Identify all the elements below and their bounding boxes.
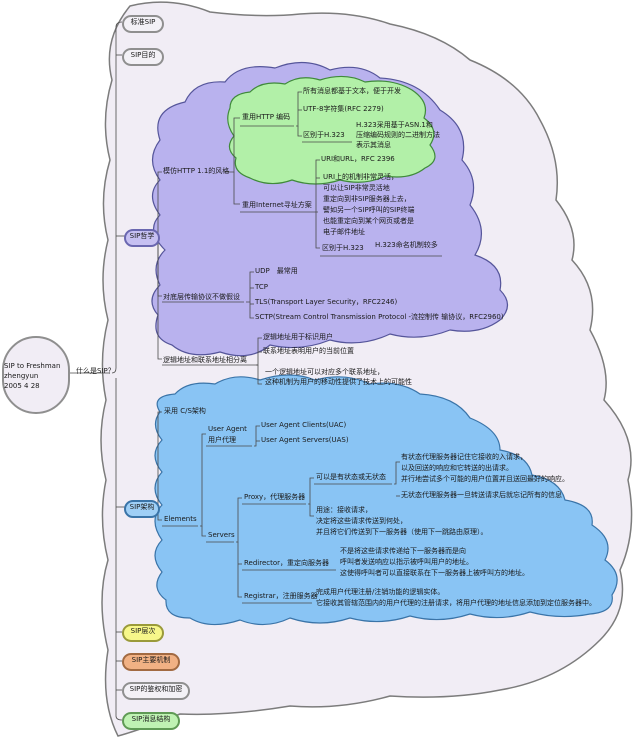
proxy-usage-line: 决定将这些请求传送到何处，: [316, 517, 407, 525]
registrar-line: 它接收其管辖范围内的用户代理的注册请求，将用户代理的地址信息添加到定位服务器中。: [316, 599, 596, 607]
main-topic[interactable]: 什么是SIP？: [76, 367, 115, 375]
transport-tls: TLS(Transport Layer Security，RFC2246): [255, 298, 398, 306]
uri-detail-line: 也能重定向到某个网页或者是: [323, 217, 414, 225]
uri-detail-line: 譬如另一个SIP呼叫的SIP终端: [323, 206, 415, 214]
stateful-label: 可以是有状态或无状态: [316, 473, 386, 481]
h323-encoding-line: H.323采用基于ASN.1和: [356, 121, 433, 129]
servers-label[interactable]: Servers: [208, 531, 235, 539]
http-style-label[interactable]: 模仿HTTP 1.1的风格: [163, 167, 230, 175]
h323-encoding-line: 压缩编码规则的二进制方法: [356, 131, 440, 139]
redirector-line: 这使得呼叫者可以直接联系在下一服务器上被呼叫方的地址。: [340, 569, 529, 577]
transport-tcp: TCP: [255, 283, 268, 291]
redirector-line: 呼叫者发送响应以指示被呼叫用户的地址。: [340, 558, 473, 566]
reuse-internet-addressing-label[interactable]: 重用Internet寻址方案: [242, 201, 312, 209]
topic-sip-layers[interactable]: SIP层次: [122, 624, 164, 642]
reuse-http-encoding-label[interactable]: 重用HTTP 编码: [242, 113, 291, 121]
architecture-cloud: [154, 374, 618, 626]
connector-lines: [68, 21, 442, 721]
http-encoding-cloud: [227, 75, 436, 185]
topic-sip-architecture[interactable]: SIP架构: [124, 500, 160, 518]
cs-architecture: 采用 C/S架构: [164, 407, 206, 415]
elements-label[interactable]: Elements: [164, 515, 197, 523]
user-agent-label[interactable]: User Agent: [208, 425, 247, 433]
topic-sip-purpose[interactable]: SIP目的: [122, 48, 164, 66]
redirector-label[interactable]: Redirector，重定向服务器: [244, 559, 330, 567]
stateful-line: 有状态代理服务器记住它接收的入请求，: [401, 453, 527, 461]
uas-item: User Agent Servers(UAS): [261, 436, 349, 444]
h323-naming-detail: H.323命名机制较多: [375, 241, 438, 249]
topic-sip-philosophy[interactable]: SIP哲学: [124, 229, 160, 247]
topic-standard-sip[interactable]: 标准SIP: [122, 15, 164, 33]
user-agent-label: 用户代理: [208, 436, 236, 444]
registrar-label[interactable]: Registrar，注册服务器: [244, 592, 318, 600]
redirector-line: 不是将这些请求传递给下一服务器而是向: [340, 547, 466, 555]
topic-sip-auth-encryption[interactable]: SIP的鉴权和加密: [122, 682, 190, 700]
vs-h323-label: 区别于H.323: [303, 131, 345, 139]
root-line: SIP to Freshman: [4, 362, 61, 370]
proxy-label[interactable]: Proxy，代理服务器: [244, 493, 306, 501]
h323-encoding-line: 表示其消息: [356, 141, 391, 149]
registrar-line: 完成用户代理注册/注销功能的逻辑实体。: [316, 588, 445, 596]
uri-detail-line: 可以让SIP非常灵活地: [323, 184, 390, 192]
uac-item: User Agent Clients(UAC): [261, 421, 347, 429]
topic-sip-message-structure[interactable]: SIP消息结构: [122, 712, 180, 730]
uri-url-item: URI和URL，RFC 2396: [321, 155, 395, 163]
transport-sctp: SCTP(Stream Control Transmission Protoco…: [255, 313, 504, 321]
utf8-item: UTF-8字符集(RFC 2279): [303, 105, 384, 113]
text-based-item: 所有消息都基于文本，便于开发: [303, 87, 401, 95]
root-line: 2005 4 28: [4, 382, 40, 390]
logical-address-item: 逻辑地址用于标识用户: [263, 333, 333, 341]
stateless-detail: 无状态代理服务器一旦转送请求后就忘记所有的信息: [401, 491, 562, 499]
root-node[interactable]: [2, 336, 70, 414]
uri-detail-line: 电子邮件地址: [323, 228, 365, 236]
mobility-line: 这种机制为用户的移动性提供了技术上的可能性: [265, 378, 412, 386]
uri-detail-line: 重定向到非SIP服务器上去，: [323, 195, 411, 203]
mobility-line: 一个逻辑地址可以对应多个联系地址，: [265, 368, 384, 376]
topic-sip-mechanisms[interactable]: SIP主要机制: [122, 653, 180, 671]
transport-label[interactable]: 对底层传输协议不做假设: [163, 293, 240, 301]
stateful-line: 以及回送的响应和它转送的出请求。: [401, 464, 513, 472]
proxy-usage-line: 用途：接收请求，: [316, 506, 372, 514]
transport-udp: UDP 最常用: [255, 267, 298, 275]
proxy-usage-line: 并且将它们传送到下一服务器（使用下一跳路由原理）。: [316, 528, 488, 536]
contact-address-item: 联系地址表明用户的当前位置: [263, 347, 354, 355]
uri-detail-line: URI上的机制非常灵活，: [323, 173, 399, 181]
stateful-line: 并行地尝试多个可能的用户位置并且送回最好的响应。: [401, 475, 569, 483]
logical-address-label[interactable]: 逻辑地址和联系地址相分离: [163, 356, 247, 364]
root-line: zhengyun: [4, 372, 39, 380]
vs-h323-naming-label: 区别于H.323: [322, 244, 364, 252]
